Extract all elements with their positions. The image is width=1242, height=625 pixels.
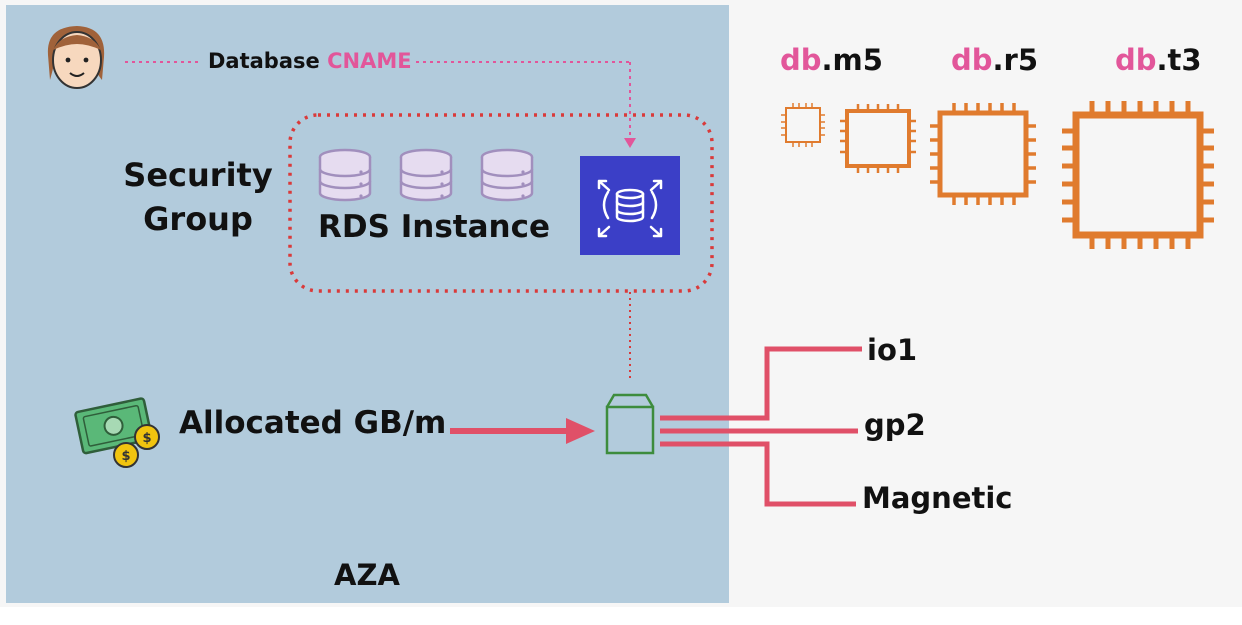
chip-icon [930,103,1036,205]
cname-prefix: Database [208,49,320,73]
svg-text:$: $ [121,449,130,464]
user-avatar-icon [47,26,105,89]
instance-class-m5: db.m5 [780,43,883,77]
bottom-strip [0,607,1242,625]
security-group-label-line1: Security [123,156,273,194]
security-group-label-line2: Group [143,200,253,238]
chip-icon [840,104,916,173]
rds-instance-label: RDS Instance [318,209,550,245]
volume-type-magnetic: Magnetic [862,481,1013,515]
instance-class-t3: db.t3 [1115,43,1202,77]
database-stack-icon [318,148,372,202]
allocation-arrowhead [566,418,595,444]
instance-class-prefix: db [1115,43,1157,77]
instance-class-prefix: db [780,43,822,77]
instance-class-suffix: .t3 [1156,43,1202,77]
availability-zone-panel [6,5,729,603]
database-stack-icon [480,148,534,202]
storage-branches [660,346,862,507]
volume-icon [605,393,655,455]
instance-class-suffix: .m5 [821,43,883,77]
cname-label: Database CNAME [208,49,412,73]
volume-type-gp2: gp2 [864,408,926,442]
security-group-boundary [288,113,714,293]
instance-class-suffix: .r5 [992,43,1039,77]
volume-type-io1: io1 [867,333,918,367]
money-icon: $ $ [74,397,160,468]
chip-icon [781,103,825,147]
allocated-storage-label: Allocated GB/m [179,405,447,441]
instance-class-prefix: db [951,43,993,77]
svg-text:$: $ [142,431,151,446]
availability-zone-label: AZA [334,558,400,592]
chip-icon [1062,101,1214,249]
database-stack-icon [399,148,453,202]
rds-icon [580,156,680,255]
cname-arrowhead [624,138,636,148]
cname-highlight: CNAME [327,49,412,73]
instance-class-r5: db.r5 [951,43,1038,77]
